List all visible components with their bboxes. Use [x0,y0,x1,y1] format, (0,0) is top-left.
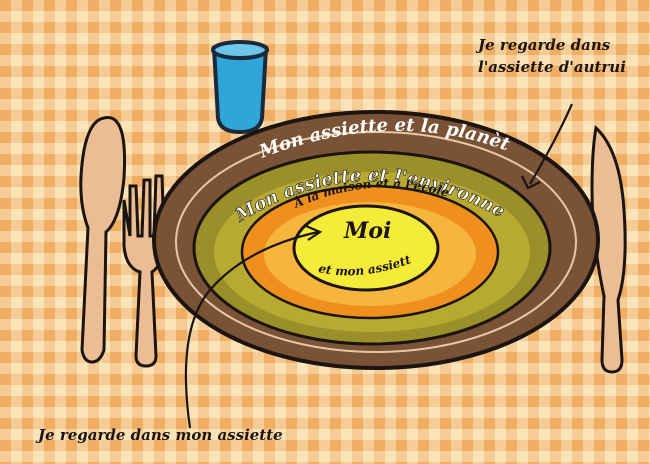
callout-autrui-line1: Je regarde dans [475,36,611,54]
arrow-head-autrui [521,175,541,190]
label-moi: Moi [343,218,391,244]
knife-icon [79,116,127,364]
callout-autrui-line2: l'assiette d'autrui [478,58,626,76]
arrow-autrui [529,103,574,185]
right-knife-icon [590,125,627,374]
plate [152,110,600,370]
callout-mon-assiette: Je regarde dans mon assiette [35,426,283,444]
water-glass-icon [211,40,269,135]
arrow-head-mon-assiette [305,224,323,241]
arrow-mon-assiette [184,230,319,429]
center-moi [292,204,440,292]
